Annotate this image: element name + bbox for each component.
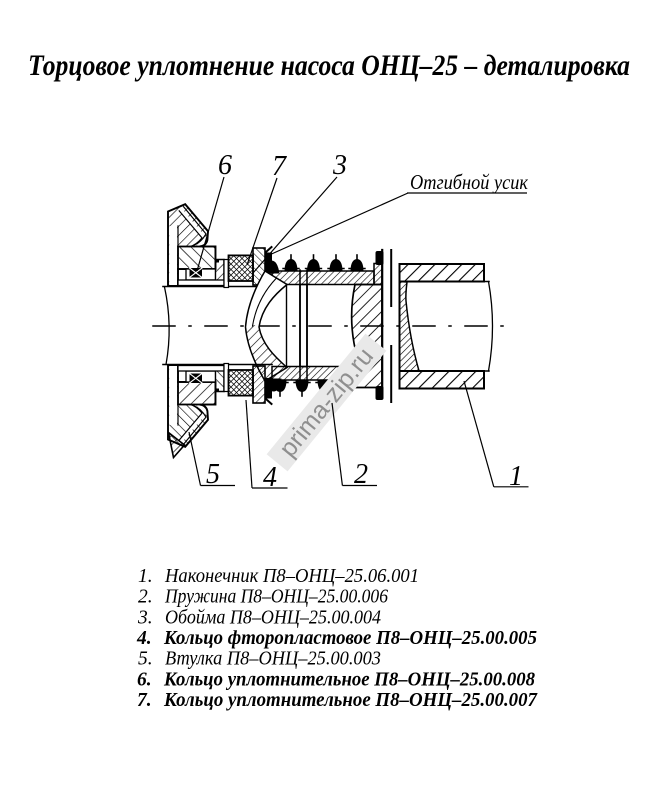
svg-text:5: 5 [206,459,220,490]
svg-text:6.: 6. [137,669,152,690]
svg-text:6: 6 [218,150,232,181]
svg-text:1.: 1. [138,566,153,587]
svg-text:Кольцо фторопластовое П8–ОНЦ–2: Кольцо фторопластовое П8–ОНЦ–25.00.005 [163,628,537,649]
svg-text:Втулка П8–ОНЦ–25.00.003: Втулка П8–ОНЦ–25.00.003 [165,649,381,670]
svg-text:Пружина П8–ОНЦ–25.00.006: Пружина П8–ОНЦ–25.00.006 [164,587,388,608]
svg-text:3: 3 [332,150,347,181]
svg-text:4: 4 [263,462,277,493]
svg-text:7.: 7. [137,690,152,711]
svg-text:prima-zip.ru: prima-zip.ru [274,343,379,463]
svg-text:1: 1 [509,461,523,492]
svg-text:3.: 3. [137,607,153,628]
svg-text:4.: 4. [136,628,152,649]
svg-text:Наконечник П8–ОНЦ–25.06.001: Наконечник П8–ОНЦ–25.06.001 [164,566,419,587]
svg-text:5.: 5. [138,649,153,670]
svg-text:Кольцо уплотнительное П8–ОНЦ–2: Кольцо уплотнительное П8–ОНЦ–25.00.007 [163,690,538,711]
svg-text:Торцовое уплотнение насоса ОНЦ: Торцовое уплотнение насоса ОНЦ–25 – дета… [28,49,630,82]
svg-text:Отгибной усик: Отгибной усик [410,170,528,194]
svg-text:Кольцо уплотнительное П8–ОНЦ–2: Кольцо уплотнительное П8–ОНЦ–25.00.008 [163,669,535,690]
svg-text:2: 2 [354,459,368,490]
svg-text:7: 7 [272,151,287,182]
svg-text:Обойма П8–ОНЦ–25.00.004: Обойма П8–ОНЦ–25.00.004 [165,607,381,628]
svg-text:2.: 2. [138,587,153,608]
